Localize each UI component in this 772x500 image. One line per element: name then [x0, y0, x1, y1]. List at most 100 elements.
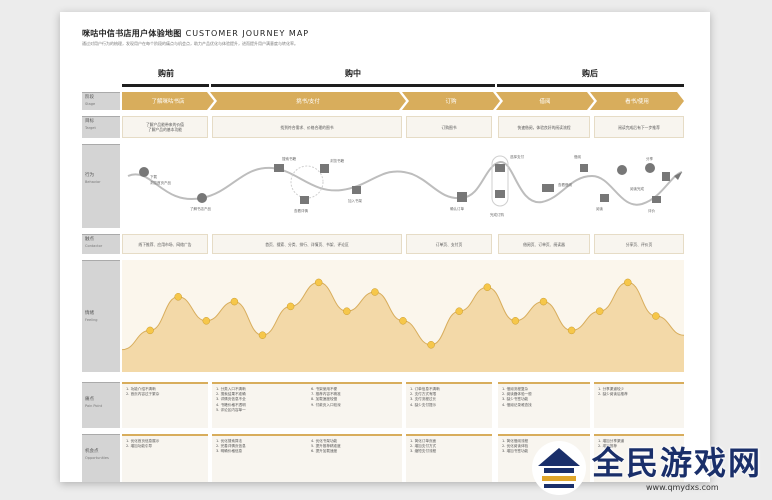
stage-4: 借阅: [496, 92, 594, 110]
pain-item: 4. 借阅记录难查找: [502, 402, 532, 407]
behavior-icon-cart: [457, 192, 467, 202]
pain-item: 4. 书籍价格不透明: [216, 402, 246, 407]
behavior-label: 查看借阅: [558, 182, 572, 187]
pain-item: 2. 搜索结果不准确: [216, 392, 246, 397]
pain-item: 2. 缺少阅读后推荐: [598, 392, 628, 397]
emotion-face-icon: [286, 302, 295, 311]
stage-1: 了解咪咕书店: [122, 92, 214, 110]
behavior-icon-shelf: [352, 186, 361, 194]
emotion-face-icon: [202, 317, 211, 325]
opp-item: 3. 缩短支付流程: [410, 449, 437, 454]
emotion-face-icon: [258, 331, 267, 339]
pain-item: 3. 缺少书签功能: [502, 397, 529, 402]
emotion-face-icon: [539, 297, 548, 306]
behavior-label: 选择支付: [510, 154, 524, 159]
behavior-label: 了解书店产品: [190, 206, 211, 211]
behavior-label: 加入书架: [348, 198, 362, 203]
pain-during: 1. 分类入口不清晰 2. 搜索结果不准确 3. 详情页信息不全 4. 书籍价格…: [212, 382, 402, 428]
emotion-face-icon: [511, 317, 520, 325]
behavior-label: 确认订单: [450, 206, 464, 211]
opp-item: 3. 增加书签功能: [502, 449, 529, 454]
pain-item: 3. 详情页信息不全: [216, 397, 246, 402]
behavior-icon-send: [674, 172, 682, 180]
emotion-face-icon: [427, 341, 435, 349]
phase-after: 购后: [582, 69, 598, 78]
behavior-icon-home: [617, 165, 627, 175]
behavior-label: 分享: [646, 156, 654, 161]
opp-item: 1. 优化首页信息展示: [126, 439, 160, 443]
emotion-curve-chart: [121, 278, 685, 372]
emotion-face-icon: [624, 278, 632, 287]
contact-5: 分享页、评价页: [594, 234, 684, 254]
emotion-face-icon: [567, 326, 576, 335]
behavior-icon-done: [495, 190, 505, 198]
opp-item: 1. 增加分享渠道: [598, 439, 625, 443]
phase-during: 购中: [345, 69, 361, 78]
behavior-icon-reader: [580, 164, 588, 172]
opp-item: 4. 优化书架功能: [311, 439, 338, 443]
emotion-curve-area: [122, 282, 684, 372]
emotion-face-icon: [595, 307, 604, 315]
watermark-url: www.qmydxs.com: [646, 483, 719, 492]
emotion-face-icon: [314, 278, 323, 287]
behavior-flow: 下载 浏览首页产品 了解书店产品 搜索书籍 浏览书籍 查看详情 加入书架 确认订…: [127, 154, 683, 217]
opp-item: 2. 完善详情页信息: [216, 444, 246, 449]
pain-item: 3. 支付流程过长: [410, 397, 437, 402]
contact-3: 订单页、支付页: [406, 234, 492, 254]
behavior-path: [127, 161, 683, 206]
opp-item: 2. 增加支付方式: [410, 444, 437, 449]
emotion-face-icon: [652, 312, 660, 320]
opp-order: 1. 简化订单页面 2. 增加支付方式 3. 缩短支付流程: [406, 434, 492, 482]
behavior-label: 浏览首页产品: [150, 180, 171, 185]
contact-1: 线下推荐、应用市场、网络广告: [122, 234, 208, 254]
behavior-label: 完成订购: [490, 212, 504, 217]
behavior-label: 搜索书籍: [282, 156, 296, 161]
stage-3: 订购: [402, 92, 500, 110]
emotion-face-icon: [174, 293, 182, 301]
opp-during: 1. 优化搜索算法 2. 完善详情页信息 3. 明确价格信息 4. 优化书架功能…: [212, 434, 402, 482]
pain-item: 1. 分享渠道较少: [598, 387, 625, 391]
pain-before: 1. 功能介绍不清晰 2. 首页内容过于繁杂: [122, 382, 208, 428]
emotion-face-icon: [483, 283, 492, 291]
opp-item: 1. 简化借阅流程: [502, 439, 529, 443]
behavior-icon-calendar: [600, 194, 609, 202]
watermark-logo-icon: [532, 441, 586, 495]
opp-item: 1. 简化订单页面: [410, 439, 437, 443]
emotion-face-icon: [399, 317, 407, 325]
behavior-icon-download: [139, 167, 149, 177]
target-3: 订购图书: [406, 116, 492, 138]
pain-item: 2. 支付方式有限: [410, 392, 437, 397]
opp-item: 1. 优化搜索算法: [216, 439, 243, 443]
opp-before: 1. 优化首页信息展示 2. 增加功能引导: [122, 434, 208, 482]
phase-before-bar: [122, 84, 209, 87]
behavior-label: 阅读完成: [630, 186, 644, 191]
behavior-icon-search: [274, 164, 284, 172]
pain-use: 1. 分享渠道较少 2. 缺少阅读后推荐: [594, 382, 684, 428]
opp-item: 5. 提升推荐精准度: [311, 444, 341, 449]
pain-item: 2. 阅读器体验一般: [502, 392, 532, 397]
pain-item: 8. 加载速度较慢: [311, 397, 338, 402]
emotion-face-icon: [230, 297, 239, 306]
pain-item: 4. 缺少支付提示: [410, 402, 437, 407]
stage-5: 看书/使用: [590, 92, 684, 110]
emotion-face-icon: [146, 326, 154, 335]
opp-item: 2. 增加功能引导: [126, 444, 153, 449]
pain-item: 1. 分类入口不清晰: [216, 387, 246, 391]
behavior-label: 查看详情: [294, 208, 308, 213]
emotion-face-icon: [343, 307, 351, 315]
pain-item: 2. 首页内容过于繁杂: [126, 392, 160, 397]
target-5: 阅读完成后有下一步推荐: [594, 116, 684, 138]
behavior-icon-pay: [495, 164, 505, 172]
opp-item: 2. 增加推荐: [598, 444, 617, 449]
phase-before: 购前: [158, 69, 174, 78]
pain-item: 1. 订单信息不清晰: [410, 387, 440, 391]
